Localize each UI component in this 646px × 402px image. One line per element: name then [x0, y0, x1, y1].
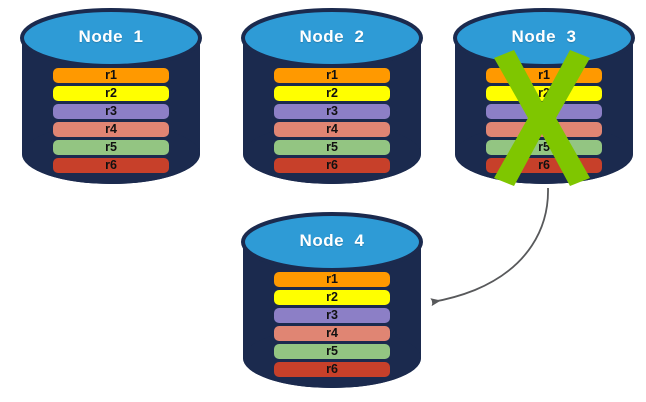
node-3-row-r5[interactable]: r5	[486, 140, 602, 155]
row-label: r6	[105, 158, 117, 173]
row-label: r1	[538, 68, 550, 83]
row-label: r2	[326, 290, 338, 305]
node-4-row-r3[interactable]: r3	[274, 308, 390, 323]
node-1-row-r3[interactable]: r3	[53, 104, 169, 119]
node-2-rows: r1 r2 r3 r4 r5 r6	[241, 68, 423, 173]
row-label: r2	[538, 86, 550, 101]
node-4-row-r4[interactable]: r4	[274, 326, 390, 341]
node-2-row-r1[interactable]: r1	[274, 68, 390, 83]
row-label: r5	[326, 344, 338, 359]
row-label: r4	[538, 122, 550, 137]
node-3-row-r1[interactable]: r1	[486, 68, 602, 83]
row-label: r3	[326, 308, 338, 323]
row-label: r3	[326, 104, 338, 119]
node-1-row-r6[interactable]: r6	[53, 158, 169, 173]
node-2-row-r6[interactable]: r6	[274, 158, 390, 173]
node-3-rows: r1 r2 r3 r4 r5 r6	[453, 68, 635, 173]
row-label: r1	[326, 68, 338, 83]
row-label: r4	[326, 122, 338, 137]
node-1-row-r2[interactable]: r2	[53, 86, 169, 101]
node-2-row-r5[interactable]: r5	[274, 140, 390, 155]
row-label: r3	[538, 104, 550, 119]
node-1-row-r4[interactable]: r4	[53, 122, 169, 137]
row-label: r2	[326, 86, 338, 101]
node-3[interactable]: Node 3 r1 r2 r3 r4 r5 r6	[453, 8, 635, 186]
row-label: r5	[326, 140, 338, 155]
row-label: r4	[105, 122, 117, 137]
node-4[interactable]: Node 4 r1 r2 r3 r4 r5 r6	[241, 212, 423, 388]
node-4-row-r5[interactable]: r5	[274, 344, 390, 359]
node-4-row-r2[interactable]: r2	[274, 290, 390, 305]
node-3-row-r4[interactable]: r4	[486, 122, 602, 137]
node-3-row-r2[interactable]: r2	[486, 86, 602, 101]
node-3-row-r6[interactable]: r6	[486, 158, 602, 173]
row-label: r3	[105, 104, 117, 119]
node-4-rows: r1 r2 r3 r4 r5 r6	[241, 272, 423, 377]
node-2-row-r4[interactable]: r4	[274, 122, 390, 137]
node-4-row-r1[interactable]: r1	[274, 272, 390, 287]
node-2[interactable]: Node 2 r1 r2 r3 r4 r5 r6	[241, 8, 423, 184]
node-2-row-r3[interactable]: r3	[274, 104, 390, 119]
row-label: r6	[326, 158, 338, 173]
row-label: r1	[326, 272, 338, 287]
node-4-row-r6[interactable]: r6	[274, 362, 390, 377]
node-1-rows: r1 r2 r3 r4 r5 r6	[20, 68, 202, 173]
node-1[interactable]: Node 1 r1 r2 r3 r4 r5 r6	[20, 8, 202, 184]
node-1-row-r1[interactable]: r1	[53, 68, 169, 83]
row-label: r5	[538, 140, 550, 155]
row-label: r6	[538, 158, 550, 173]
row-label: r5	[105, 140, 117, 155]
row-label: r2	[105, 86, 117, 101]
row-label: r6	[326, 362, 338, 377]
row-label: r4	[326, 326, 338, 341]
node-1-row-r5[interactable]: r5	[53, 140, 169, 155]
row-label: r1	[105, 68, 117, 83]
node-2-row-r2[interactable]: r2	[274, 86, 390, 101]
node-3-row-r3[interactable]: r3	[486, 104, 602, 119]
